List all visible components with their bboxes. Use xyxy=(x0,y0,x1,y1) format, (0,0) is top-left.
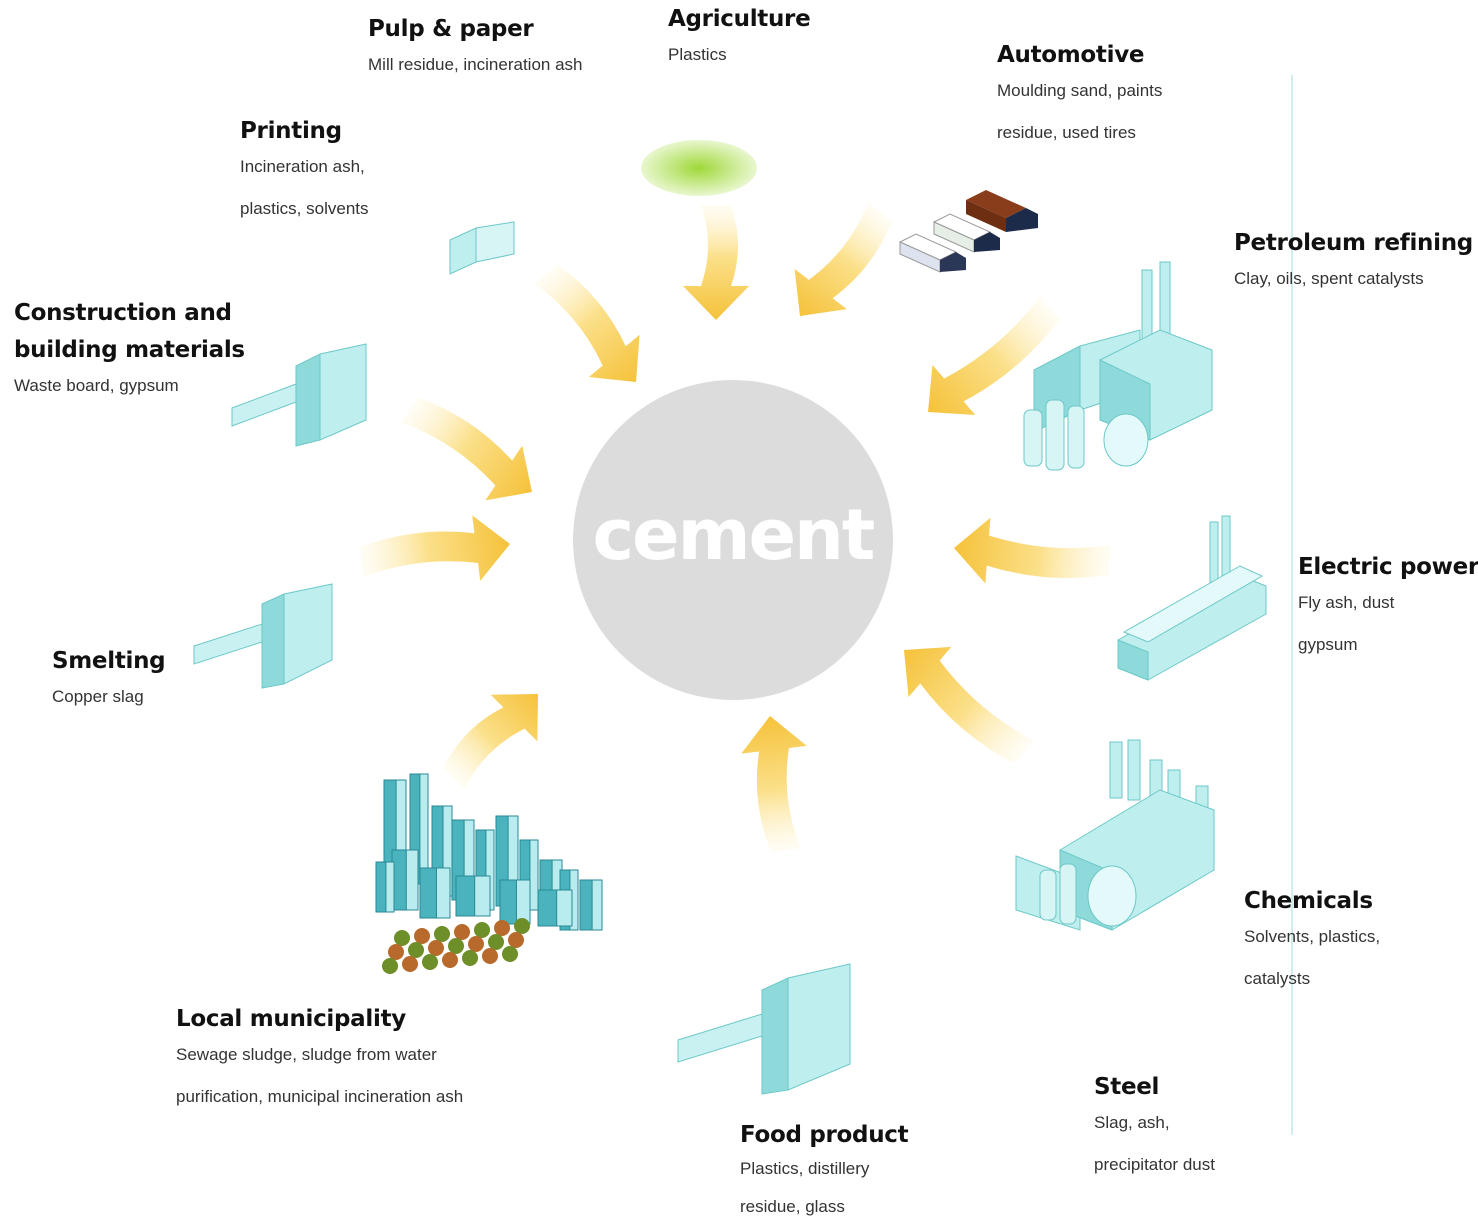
municipality-desc-1: Sewage sludge, sludge from water xyxy=(176,1044,437,1064)
agriculture-title: Agriculture xyxy=(668,6,811,32)
municipality-title: Local municipality xyxy=(176,1006,406,1032)
tree xyxy=(482,948,498,964)
petroleum-desc: Clay, oils, spent catalysts xyxy=(1234,268,1424,288)
food-product-desc-2: residue, glass xyxy=(740,1196,845,1216)
construction-title-2: building materials xyxy=(14,337,245,363)
label-steel: Steel Slag, ash, precipitator dust xyxy=(1094,1074,1215,1186)
automotive-title: Automotive xyxy=(997,42,1145,68)
label-electric-power: Electric power Fly ash, dust gypsum xyxy=(1298,554,1478,666)
tree xyxy=(514,918,530,934)
steel-desc-2: precipitator dust xyxy=(1094,1154,1215,1174)
tree xyxy=(388,944,404,960)
tree xyxy=(394,930,410,946)
food-product-building-icon xyxy=(677,963,851,1095)
steel-desc-1: Slag, ash, xyxy=(1094,1112,1170,1132)
right-divider-line xyxy=(1291,75,1293,1135)
chemicals-desc-1: Solvents, plastics, xyxy=(1244,926,1381,946)
construction-title-1: Construction and xyxy=(14,300,232,326)
municipality-desc-2: purification, municipal incineration ash xyxy=(176,1086,464,1106)
electric-power-desc-2: gypsum xyxy=(1298,634,1358,654)
tree xyxy=(408,942,424,958)
tree xyxy=(502,946,518,962)
tree xyxy=(442,952,458,968)
agriculture-desc: Plastics xyxy=(668,44,727,64)
city-block-side xyxy=(556,889,573,927)
tree xyxy=(428,940,444,956)
printing-desc-2: plastics, solvents xyxy=(240,198,369,218)
smelting-desc: Copper slag xyxy=(52,686,144,706)
tree xyxy=(494,920,510,936)
pulp-paper-title: Pulp & paper xyxy=(368,16,534,42)
tree xyxy=(468,936,484,952)
chemicals-desc-2: catalysts xyxy=(1244,968,1311,988)
agriculture-field-icon xyxy=(641,140,757,196)
city-block-side xyxy=(516,879,531,925)
pulp-paper-desc: Mill residue, incineration ash xyxy=(368,54,583,74)
food-product-title: Food product xyxy=(740,1122,909,1148)
label-smelting: Smelting Copper slag xyxy=(52,648,166,718)
tree xyxy=(462,950,478,966)
printing-building-icon xyxy=(449,221,515,275)
tree xyxy=(448,938,464,954)
automotive-desc-2: residue, used tires xyxy=(997,122,1136,142)
construction-building-icon xyxy=(231,343,367,447)
arrows-group xyxy=(360,202,1112,852)
food-product-desc-1: Plastics, distillery xyxy=(740,1158,870,1178)
label-pulp-paper: Pulp & paper Mill residue, incineration … xyxy=(368,16,583,86)
automotive-desc-1: Moulding sand, paints xyxy=(997,80,1163,100)
arrow-food-product xyxy=(741,715,807,852)
label-agriculture: Agriculture Plastics xyxy=(668,6,811,76)
electric-power-title: Electric power xyxy=(1298,554,1478,580)
arrow-pulp-paper xyxy=(534,264,640,382)
tree xyxy=(474,922,490,938)
city-block-side xyxy=(405,849,419,911)
tree xyxy=(402,956,418,972)
chemicals-title: Chemicals xyxy=(1244,888,1373,914)
arrow-agriculture xyxy=(683,205,749,320)
label-printing: Printing Incineration ash, plastics, sol… xyxy=(240,118,369,230)
label-food-product: Food product Plastics, distillery residu… xyxy=(740,1122,909,1226)
label-automotive: Automotive Moulding sand, paints residue… xyxy=(997,42,1162,154)
electric-power-desc-1: Fly ash, dust xyxy=(1298,592,1395,612)
label-petroleum: Petroleum refining Clay, oils, spent cat… xyxy=(1234,230,1473,300)
label-municipality: Local municipality Sewage sludge, sludge… xyxy=(176,1006,463,1118)
tree xyxy=(414,928,430,944)
arrow-smelting xyxy=(360,515,511,581)
city-block-side xyxy=(591,879,603,931)
cement-circle xyxy=(573,380,893,700)
printing-desc-1: Incineration ash, xyxy=(240,156,365,176)
label-construction: Construction and building materials Wast… xyxy=(14,292,245,407)
printing-title: Printing xyxy=(240,118,342,144)
tree xyxy=(434,926,450,942)
steel-title: Steel xyxy=(1094,1074,1160,1100)
city-block-side xyxy=(529,839,539,911)
tree xyxy=(422,954,438,970)
city-block-side xyxy=(436,867,451,919)
cement-label: cement xyxy=(592,494,876,576)
arrow-construction xyxy=(401,397,533,501)
label-chemicals: Chemicals Solvents, plastics, catalysts xyxy=(1244,888,1380,1000)
arrow-petroleum xyxy=(928,296,1060,416)
tree xyxy=(454,924,470,940)
petroleum-refinery-icon xyxy=(1023,261,1213,471)
smelting-title: Smelting xyxy=(52,648,166,674)
automotive-trucks-icon xyxy=(898,190,1038,273)
tree xyxy=(382,958,398,974)
tree xyxy=(488,934,504,950)
chemicals-plant-icon xyxy=(1015,739,1215,931)
city-block-side xyxy=(385,861,395,913)
arrow-chemicals xyxy=(903,646,1034,764)
arrow-electric-power xyxy=(953,517,1112,584)
tree xyxy=(508,932,524,948)
arrow-automotive xyxy=(794,202,892,317)
smelting-building-icon xyxy=(193,583,333,689)
electric-power-plant-icon xyxy=(1117,515,1267,681)
petroleum-title: Petroleum refining xyxy=(1234,230,1473,256)
municipality-city-icon xyxy=(375,773,603,974)
city-block-side xyxy=(474,875,491,917)
construction-desc: Waste board, gypsum xyxy=(14,376,179,395)
arrow-municipality xyxy=(443,693,539,789)
